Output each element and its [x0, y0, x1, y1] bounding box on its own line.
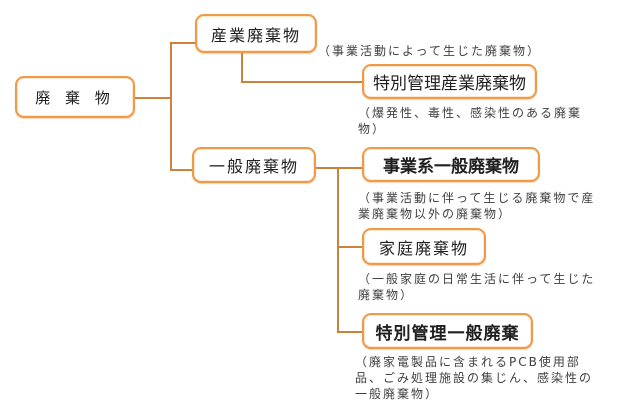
- note-business-general-waste: （事業活動に伴って生じる廃棄物で産 業廃棄物以外の廃棄物）: [358, 191, 596, 221]
- node-industrial-waste-label: 産業廃棄物: [210, 25, 301, 45]
- connector-industrial-drop: [241, 53, 243, 82]
- note-industrial-waste: （事業活動によって生じた廃棄物）: [318, 44, 542, 58]
- node-waste-root: 廃 棄 物: [15, 76, 135, 118]
- node-general-waste: 一般廃棄物: [192, 147, 316, 183]
- connector-general-drop: [337, 167, 339, 332]
- node-special-controlled-general-waste: 特別管理一般廃棄: [362, 313, 533, 349]
- node-general-waste-label: 一般廃棄物: [208, 157, 299, 176]
- node-business-general-waste: 事業系一般廃棄物: [362, 147, 540, 182]
- connector-to-special-general: [337, 331, 363, 333]
- connector-to-household: [337, 246, 363, 248]
- node-business-general-waste-label: 事業系一般廃棄物: [383, 157, 519, 177]
- node-household-waste-label: 家庭廃棄物: [378, 238, 469, 258]
- node-household-waste: 家庭廃棄物: [362, 228, 486, 265]
- node-special-controlled-general-waste-label: 特別管理一般廃棄: [375, 323, 520, 344]
- connector-root-to-trunk: [135, 97, 170, 99]
- connector-to-special-industrial: [241, 81, 363, 83]
- node-special-controlled-industrial-waste-label: 特別管理産業廃棄物: [373, 74, 526, 94]
- connector-general-to-business: [316, 167, 363, 169]
- note-special-controlled-industrial-waste: （爆発性、毒性、感染性のある廃棄 物）: [358, 106, 583, 136]
- node-industrial-waste: 産業廃棄物: [195, 14, 317, 53]
- connector-trunk-vertical: [170, 42, 172, 171]
- connector-to-industrial: [170, 42, 196, 44]
- node-special-controlled-industrial-waste: 特別管理産業廃棄物: [362, 64, 537, 99]
- note-special-controlled-general-waste: （廃家電製品に含まれるPCB使用部 品、ごみ処理施設の集じん、感染性の 一般廃棄…: [355, 355, 594, 401]
- note-household-waste: （一般家庭の日常生活に伴って生じた 廃棄物）: [358, 272, 596, 302]
- node-waste-root-label: 廃 棄 物: [35, 88, 115, 107]
- connector-to-general: [170, 169, 193, 171]
